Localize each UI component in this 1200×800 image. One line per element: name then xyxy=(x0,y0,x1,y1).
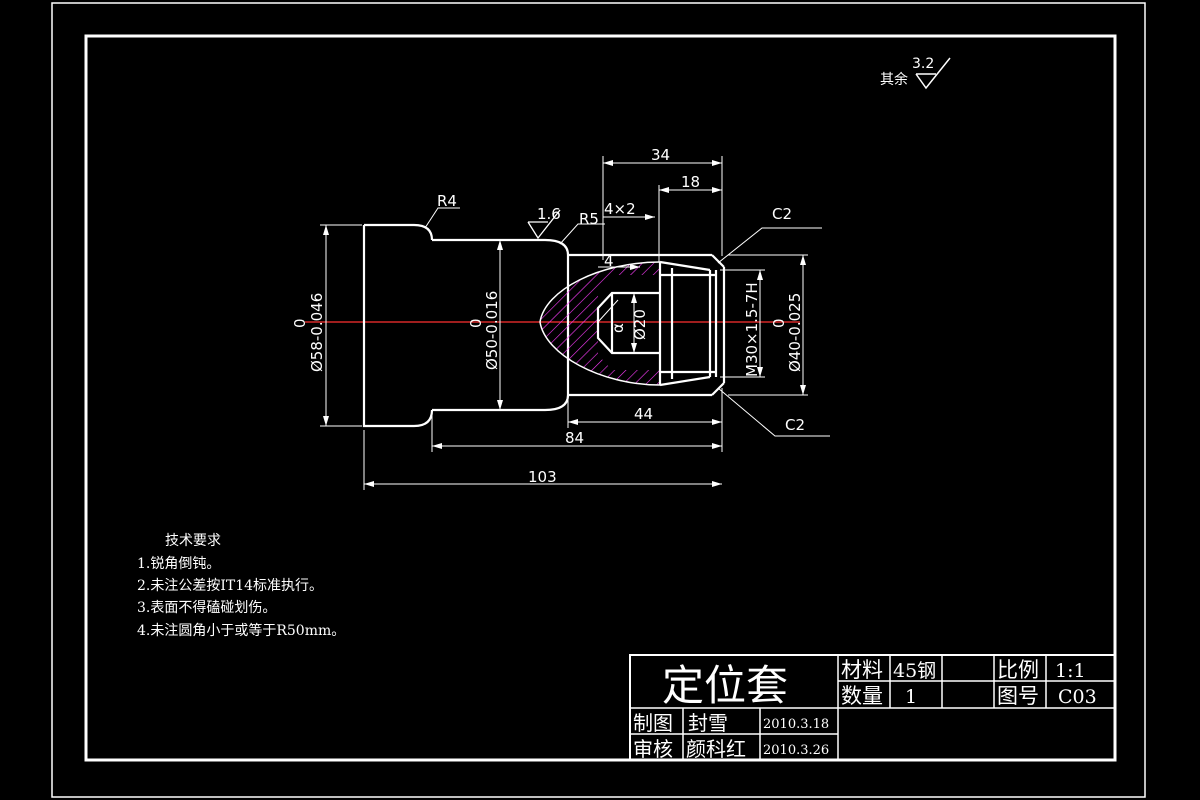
scale-value: 1:1 xyxy=(1055,660,1086,682)
dim-84: 84 xyxy=(565,429,584,447)
dim-r5: R5 xyxy=(579,210,599,228)
dim-34: 34 xyxy=(651,146,670,164)
dim-dia50-upper: 0 xyxy=(467,318,485,328)
drawn-label: 制图 xyxy=(633,711,673,735)
drawing-frame xyxy=(84,34,1117,762)
dim-c2-bottom: C2 xyxy=(785,416,805,434)
drawn-name: 封雪 xyxy=(688,711,728,735)
drawing-no-value: C03 xyxy=(1058,686,1097,708)
title-block: 定位套 材料 45钢 数量 1 比例 1:1 图号 C03 制图 封雪 2010… xyxy=(629,654,1116,761)
tech-item: 2.未注公差按IT14标准执行。 xyxy=(137,578,323,594)
tech-item: 1.锐角倒钝。 xyxy=(137,556,220,572)
drawn-date: 2010.3.18 xyxy=(763,717,829,732)
dim-r4: R4 xyxy=(437,192,457,210)
dim-c2-top: C2 xyxy=(772,205,792,223)
checked-date: 2010.3.26 xyxy=(763,743,829,758)
dim-dia50: Ø50-0.016 xyxy=(483,291,501,370)
part-outline xyxy=(362,223,726,428)
checked-name: 颜科红 xyxy=(686,737,746,761)
sheet-border xyxy=(51,2,1146,798)
dim-cone-angle: α xyxy=(609,323,627,333)
tech-requirements: 技术要求 1.锐角倒钝。 2.未注公差按IT14标准执行。 3.表面不得磕碰划伤… xyxy=(137,533,345,639)
part-name: 定位套 xyxy=(662,661,788,710)
tech-item: 4.未注圆角小于或等于R50mm。 xyxy=(137,622,345,639)
material-label: 材料 xyxy=(841,658,883,682)
dim-thread: M30×1.5-7H xyxy=(743,282,761,377)
dimension-lines xyxy=(320,156,830,490)
material-value: 45钢 xyxy=(893,660,936,682)
dim-dia58-upper: 0 xyxy=(291,318,309,328)
roughness-label: 其余 xyxy=(880,71,908,88)
dim-dia58: Ø58-0.046 xyxy=(308,293,326,372)
checked-label: 审核 xyxy=(633,737,673,761)
dim-18: 18 xyxy=(681,173,700,191)
scale-label: 比例 xyxy=(997,658,1039,682)
dim-dia40: Ø40-0.025 xyxy=(786,293,804,372)
dim-44: 44 xyxy=(634,405,653,423)
section-view xyxy=(539,260,718,387)
dim-4: 4 xyxy=(604,252,614,270)
dim-dia40-upper: 0 xyxy=(770,318,788,328)
dim-groove: 4×2 xyxy=(604,200,636,218)
quantity-label: 数量 xyxy=(841,684,883,708)
dim-103: 103 xyxy=(528,468,557,486)
tech-item: 3.表面不得磕碰划伤。 xyxy=(137,599,276,616)
roughness-symbol: 其余 3.2 xyxy=(880,56,951,90)
tech-title: 技术要求 xyxy=(165,533,221,549)
finish-value-local: 1.6 xyxy=(537,205,561,223)
dim-dia20: Ø20 xyxy=(631,309,649,340)
quantity-value: 1 xyxy=(905,686,917,708)
roughness-value: 3.2 xyxy=(912,56,934,72)
drawing-no-label: 图号 xyxy=(997,684,1039,708)
finish-symbol-local: 1.6 xyxy=(527,205,561,240)
